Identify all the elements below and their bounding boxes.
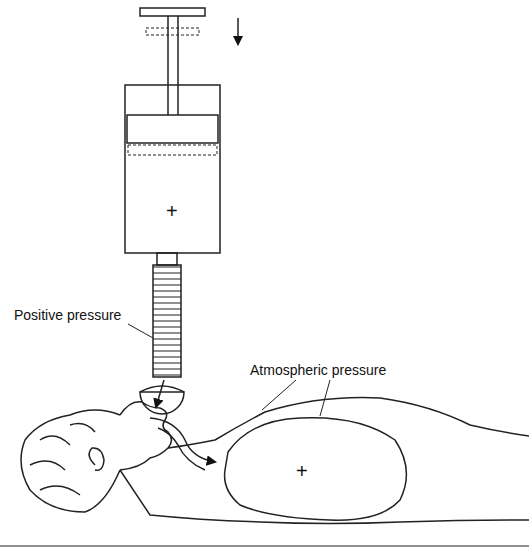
pressure-label: Positive pressure (14, 308, 121, 323)
pressure-label: Atmospheric pressure (250, 363, 386, 378)
pressure-sign: + (166, 200, 178, 222)
pressure-sign: + (296, 460, 308, 482)
